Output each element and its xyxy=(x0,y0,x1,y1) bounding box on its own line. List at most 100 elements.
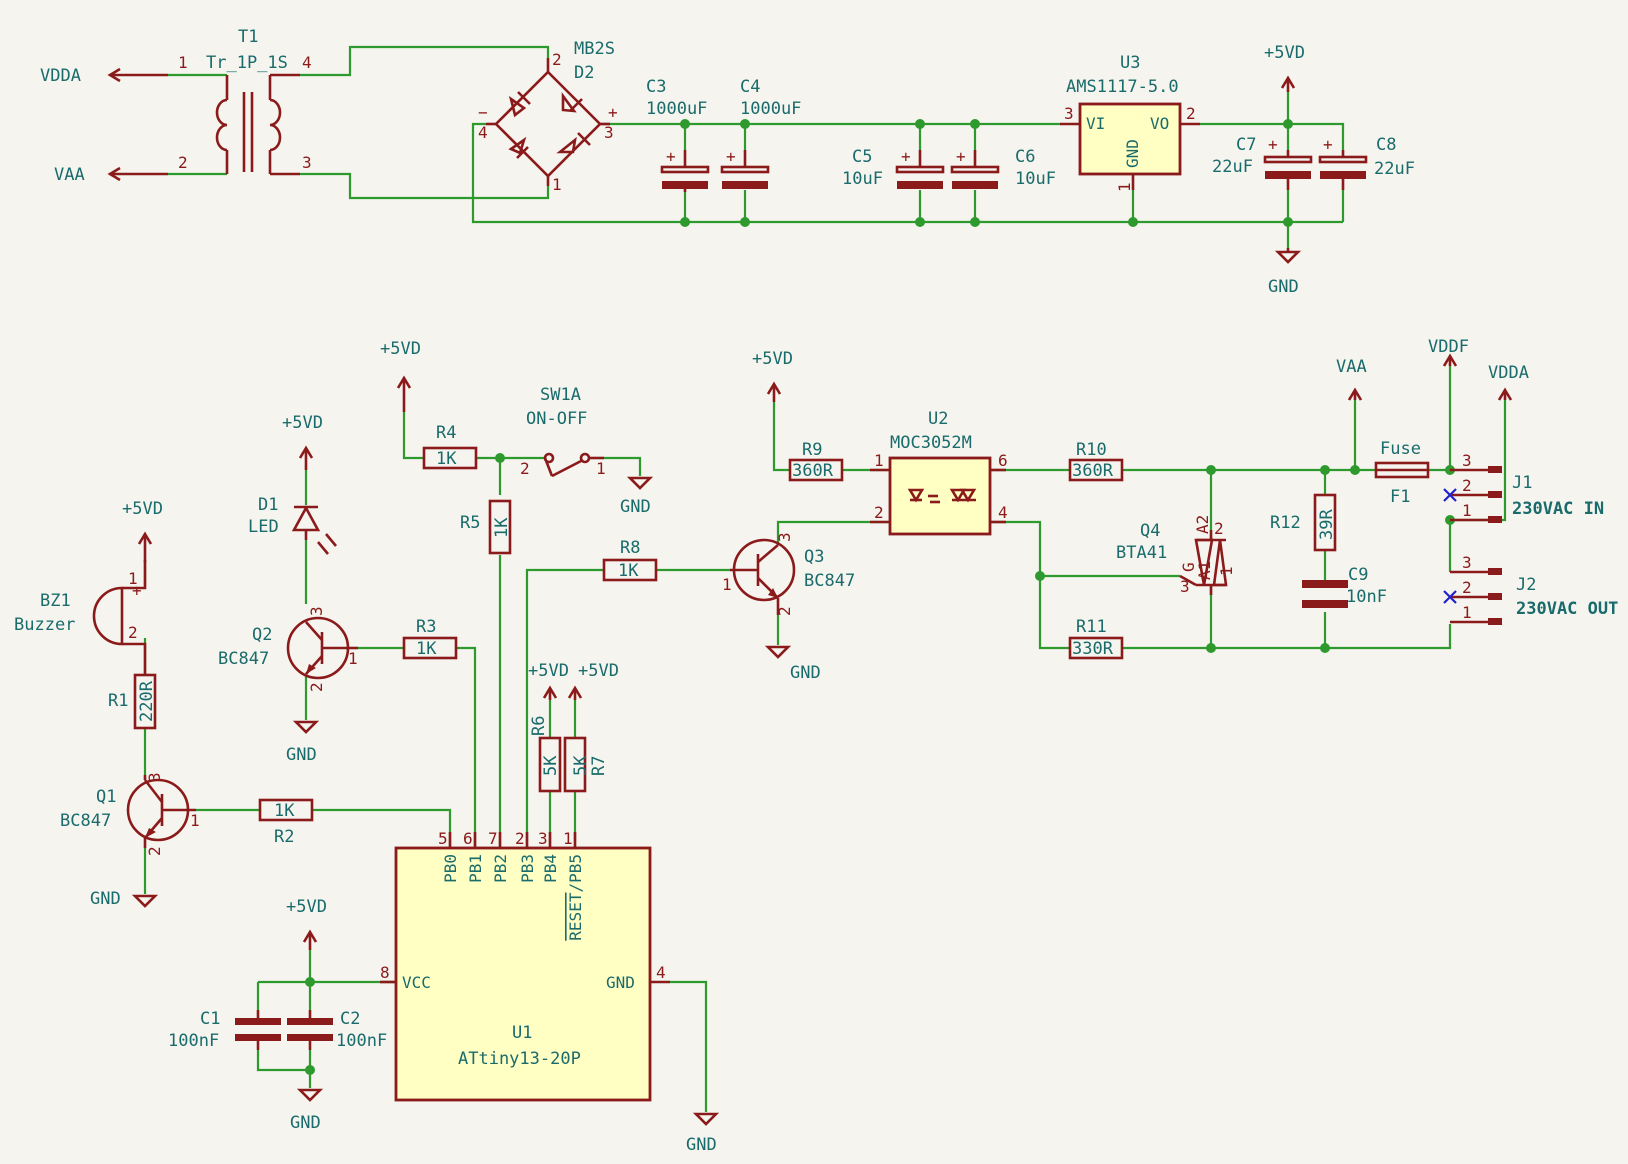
cap-c3[interactable]: + C3 1000uF xyxy=(646,77,710,192)
d1-ref: D1 xyxy=(258,495,278,515)
r3-ref: R3 xyxy=(416,617,436,637)
q3-value: BC847 xyxy=(804,571,855,591)
q4-value: BTA41 xyxy=(1116,543,1167,563)
resistor-r7[interactable]: 5K R7 xyxy=(563,736,609,793)
t1-value: Tr_1P_1S xyxy=(206,53,288,73)
cap-c5[interactable]: + C5 10uF xyxy=(842,147,945,189)
q1-pin1: 1 xyxy=(190,811,200,830)
transistor-q2[interactable]: Q2 BC847 3 1 2 xyxy=(218,606,358,692)
t1-pin4: 4 xyxy=(302,53,312,72)
c7-ref: C7 xyxy=(1236,135,1256,155)
cap-c4[interactable]: + C4 1000uF xyxy=(720,77,801,189)
q4-pin2: 2 xyxy=(1214,519,1224,538)
gnd-label-top: GND xyxy=(1268,277,1299,297)
fuse-f1[interactable]: Fuse F1 xyxy=(1374,439,1430,507)
cap-c1[interactable]: C1 100nF xyxy=(168,1009,281,1051)
q4-ref: Q4 xyxy=(1140,521,1160,541)
u1-vcc-num: 8 xyxy=(380,963,390,982)
regulator-u3[interactable]: U3 AMS1117-5.0 VI VO GND 3 2 1 xyxy=(1060,53,1200,192)
vdda-label-right: VDDA xyxy=(1488,363,1529,383)
triac-q4[interactable]: Q4 BTA41 2 3 1 A2 A1 G xyxy=(1116,515,1236,596)
resistor-r11[interactable]: R11 330R xyxy=(1068,617,1124,660)
q2-pin1: 1 xyxy=(348,649,358,668)
f1-ref: F1 xyxy=(1390,487,1410,507)
bridge-rectifier-d2[interactable]: MB2S D2 2 1 4 3 + − xyxy=(478,39,618,194)
vddf-label: VDDF xyxy=(1428,337,1469,357)
q1-ref: Q1 xyxy=(96,787,116,807)
resistor-r3[interactable]: R3 1K xyxy=(402,617,458,660)
resistor-r10[interactable]: R10 360R xyxy=(1068,440,1124,482)
gnd-symbol-q2: GND xyxy=(286,720,320,765)
u3-gnd: GND xyxy=(1123,139,1142,168)
resistor-r1[interactable]: R1 220R xyxy=(108,673,157,730)
u1-pin-number: 2 xyxy=(515,829,525,848)
resistor-r6[interactable]: R6 5K xyxy=(529,716,562,793)
p5vd-flag-r4: +5VD xyxy=(380,339,421,412)
vaa-flag-top: VAA xyxy=(54,165,168,185)
cap-c7[interactable]: + C7 22uF xyxy=(1212,135,1313,190)
transistor-q3[interactable]: Q3 BC847 3 1 2 xyxy=(722,532,855,616)
resistor-r12[interactable]: R12 39R xyxy=(1270,493,1337,552)
r11-ref: R11 xyxy=(1076,617,1107,637)
t1-pin1: 1 xyxy=(178,53,188,72)
cap-c6[interactable]: + C6 10uF xyxy=(950,147,1056,189)
u1-pin-label: PB4 xyxy=(541,854,560,883)
transformer-t1[interactable]: T1 Tr_1P_1S 1 2 3 4 xyxy=(178,27,312,176)
bz1-plus: + xyxy=(132,581,142,600)
cap-c9[interactable]: C9 10nF xyxy=(1302,565,1387,608)
q4-a2: A2 xyxy=(1193,515,1212,534)
c3-value: 1000uF xyxy=(646,99,707,119)
r7-value: 5K xyxy=(571,755,591,776)
r5-value: 1K xyxy=(492,517,512,538)
f1-value: Fuse xyxy=(1380,439,1421,459)
p5vd-label-top: +5VD xyxy=(1264,43,1305,63)
d2-pin1: 1 xyxy=(552,175,562,194)
c1-value: 100nF xyxy=(168,1031,219,1051)
connector-j1[interactable]: 3 2 1 J1 230VAC IN xyxy=(1443,451,1604,523)
resistor-r8[interactable]: R8 1K xyxy=(602,538,658,582)
resistor-r9[interactable]: R9 360R xyxy=(788,440,844,482)
bridge-diode-tr xyxy=(561,92,583,113)
p5vd-label-r7: +5VD xyxy=(578,661,619,681)
transistor-q1[interactable]: Q1 BC847 3 1 2 xyxy=(60,772,200,856)
c2-value: 100nF xyxy=(336,1031,387,1051)
u3-value: AMS1117-5.0 xyxy=(1066,77,1179,97)
u3-vi: VI xyxy=(1086,114,1105,133)
q1-value: BC847 xyxy=(60,811,111,831)
t1-pin2: 2 xyxy=(178,153,188,172)
resistor-r2[interactable]: 1K R2 xyxy=(258,798,314,847)
u1-pin-label: PB0 xyxy=(441,854,460,883)
j1-value: 230VAC IN xyxy=(1512,499,1604,519)
q4-a1: A1 xyxy=(1195,561,1214,580)
buzzer-bz1[interactable]: BZ1 Buzzer 1 + 2 xyxy=(14,560,147,675)
cap-c8[interactable]: + C8 22uF xyxy=(1318,135,1415,190)
vaa-flag-right: VAA xyxy=(1336,357,1367,401)
p5vd-label-r4: +5VD xyxy=(380,339,421,359)
led-d1[interactable]: D1 LED xyxy=(248,495,337,555)
j1-pin1: 1 xyxy=(1462,501,1472,520)
u1-pin-number: 5 xyxy=(438,829,448,848)
q1-pin2: 2 xyxy=(145,846,164,856)
c6-value: 10uF xyxy=(1015,169,1056,189)
c4-value: 1000uF xyxy=(740,99,801,119)
optocoupler-u2[interactable]: U2 MOC3052M 1 2 6 4 xyxy=(870,409,1008,536)
r3-value: 1K xyxy=(416,639,437,659)
cap-c2[interactable]: C2 100nF xyxy=(287,1009,387,1051)
vaa-label-top: VAA xyxy=(54,165,85,185)
u1-vcc: VCC xyxy=(402,973,431,992)
c2-ref: C2 xyxy=(340,1009,360,1029)
c3-plus: + xyxy=(666,147,676,166)
gnd-symbol-q1: GND xyxy=(90,889,159,909)
c5-ref: C5 xyxy=(852,147,872,167)
u3-pin3: 3 xyxy=(1064,104,1074,123)
p5vd-label-led: +5VD xyxy=(282,413,323,433)
gnd-label-caps: GND xyxy=(290,1113,321,1133)
r2-value: 1K xyxy=(274,801,295,821)
q3-ref: Q3 xyxy=(804,547,824,567)
resistor-r4[interactable]: R4 1K xyxy=(422,423,478,470)
u3-pin1: 1 xyxy=(1115,182,1134,192)
connector-j2[interactable]: 3 2 1 J2 230VAC OUT xyxy=(1443,553,1618,625)
switch-sw1a[interactable]: SW1A ON-OFF 2 1 xyxy=(520,385,606,478)
resistor-r5[interactable]: R5 1K xyxy=(460,499,512,555)
